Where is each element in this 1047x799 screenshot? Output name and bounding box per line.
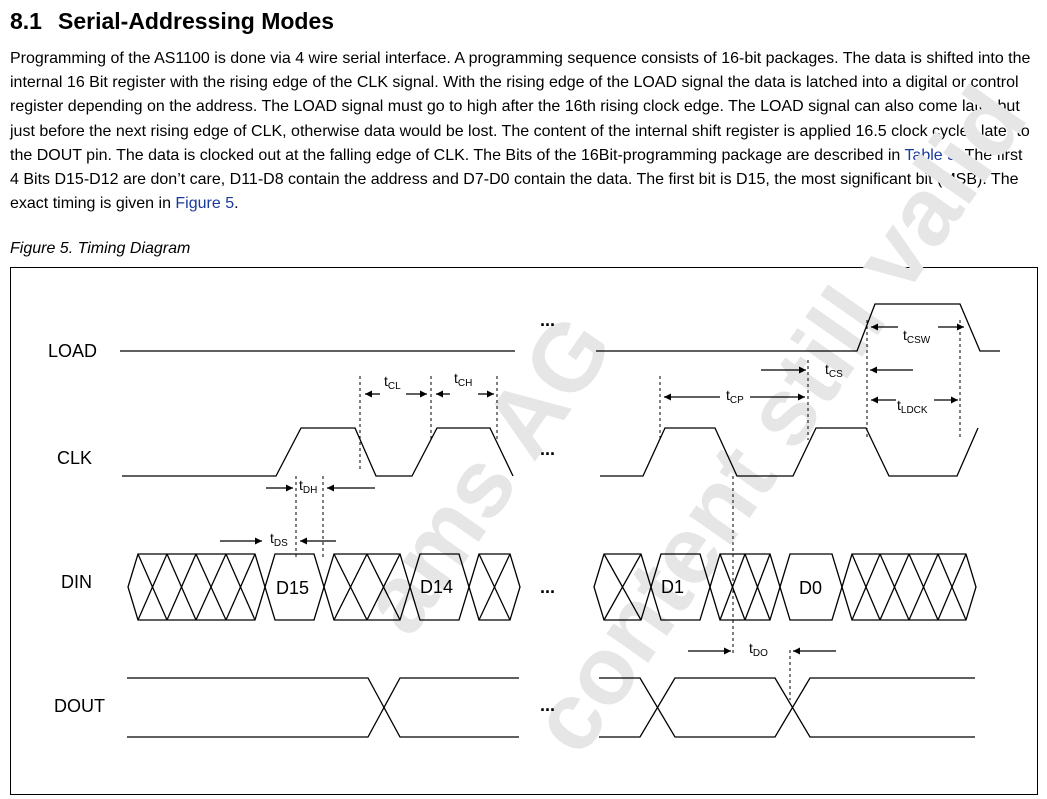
bit-d0-label: D0 bbox=[799, 578, 822, 598]
figure-5-link[interactable]: Figure 5 bbox=[175, 195, 235, 213]
dout-label: DOUT bbox=[54, 696, 105, 716]
tds-sub: DS bbox=[274, 538, 288, 549]
paragraph-text: . bbox=[234, 195, 239, 213]
watermark: ams AG content still valid bbox=[340, 68, 1047, 772]
tcsw-label: tCSW bbox=[903, 327, 931, 346]
paragraph-line: exact timing is given in Figure 5. bbox=[10, 192, 1040, 216]
paragraph-text: exact timing is given in bbox=[10, 195, 176, 213]
tdh-sub: DH bbox=[303, 485, 317, 496]
tdo-main: t bbox=[749, 640, 753, 656]
tcl-label: tCL bbox=[384, 373, 401, 392]
section-title: Serial-Addressing Modes bbox=[58, 8, 335, 34]
tcs-sub: CS bbox=[829, 369, 843, 380]
dout-waveform bbox=[127, 677, 975, 738]
timing-arrows bbox=[220, 323, 964, 655]
timing-reference-lines bbox=[295, 320, 961, 700]
paragraph-line: just before the next rising edge of CLK,… bbox=[10, 122, 1030, 140]
dout-ellipsis: ... bbox=[540, 695, 555, 715]
section-number: 8.1 bbox=[10, 8, 42, 34]
tcs-label: tCS bbox=[825, 361, 843, 380]
body-paragraph: Programming of the AS1100 is done via 4 … bbox=[10, 47, 1040, 216]
paragraph-text: the DOUT pin. The data is clocked out at… bbox=[10, 146, 905, 164]
tldck-main: t bbox=[897, 397, 901, 413]
clk-waveform bbox=[122, 427, 979, 477]
clk-label: CLK bbox=[57, 448, 92, 468]
clk-ellipsis: ... bbox=[540, 439, 555, 459]
bit-d1-label: D1 bbox=[661, 577, 684, 597]
paragraph-line: 4 Bits D15-D12 are don’t care, D11-D8 co… bbox=[10, 171, 1019, 189]
tcp-label: tCP bbox=[726, 387, 744, 406]
tcl-main: t bbox=[384, 373, 388, 389]
paragraph-line: the DOUT pin. The data is clocked out at… bbox=[10, 144, 1040, 168]
tcl-sub: CL bbox=[388, 381, 401, 392]
load-waveform bbox=[120, 303, 1000, 352]
tds-main: t bbox=[270, 530, 274, 546]
tch-label: tCH bbox=[454, 370, 472, 389]
tch-main: t bbox=[454, 370, 458, 386]
tch-sub: CH bbox=[458, 378, 472, 389]
tcsw-sub: CSW bbox=[907, 335, 931, 346]
tcs-main: t bbox=[825, 361, 829, 377]
din-ellipsis: ... bbox=[540, 577, 555, 597]
timing-diagram-frame bbox=[10, 267, 1038, 795]
tcp-main: t bbox=[726, 387, 730, 403]
bit-d15-label: D15 bbox=[276, 578, 309, 598]
tdh-label: tDH bbox=[299, 477, 317, 496]
din-waveform bbox=[127, 553, 977, 621]
paragraph-text: . The first bbox=[956, 146, 1023, 164]
section-heading: 8.1 Serial-Addressing Modes bbox=[10, 8, 334, 35]
tldck-label: tLDCK bbox=[897, 397, 928, 416]
paragraph-line: Programming of the AS1100 is done via 4 … bbox=[10, 50, 1031, 67]
table-5-link[interactable]: Table 5 bbox=[904, 146, 957, 164]
load-ellipsis: ... bbox=[540, 310, 555, 330]
paragraph-line: register depending on the address. The L… bbox=[10, 98, 1020, 116]
watermark-line2: content still valid bbox=[510, 68, 1047, 772]
tdo-label: tDO bbox=[749, 640, 768, 659]
din-label: DIN bbox=[61, 572, 92, 592]
tds-label: tDS bbox=[270, 530, 288, 549]
tcsw-main: t bbox=[903, 327, 907, 343]
tdh-main: t bbox=[299, 477, 303, 493]
tcp-sub: CP bbox=[730, 395, 744, 406]
tdo-sub: DO bbox=[753, 648, 768, 659]
figure-caption: Figure 5. Timing Diagram bbox=[10, 240, 191, 257]
bit-d14-label: D14 bbox=[420, 577, 453, 597]
tldck-sub: LDCK bbox=[901, 405, 928, 416]
load-label: LOAD bbox=[48, 341, 97, 361]
paragraph-line: internal 16 Bit register with the rising… bbox=[10, 74, 1019, 92]
